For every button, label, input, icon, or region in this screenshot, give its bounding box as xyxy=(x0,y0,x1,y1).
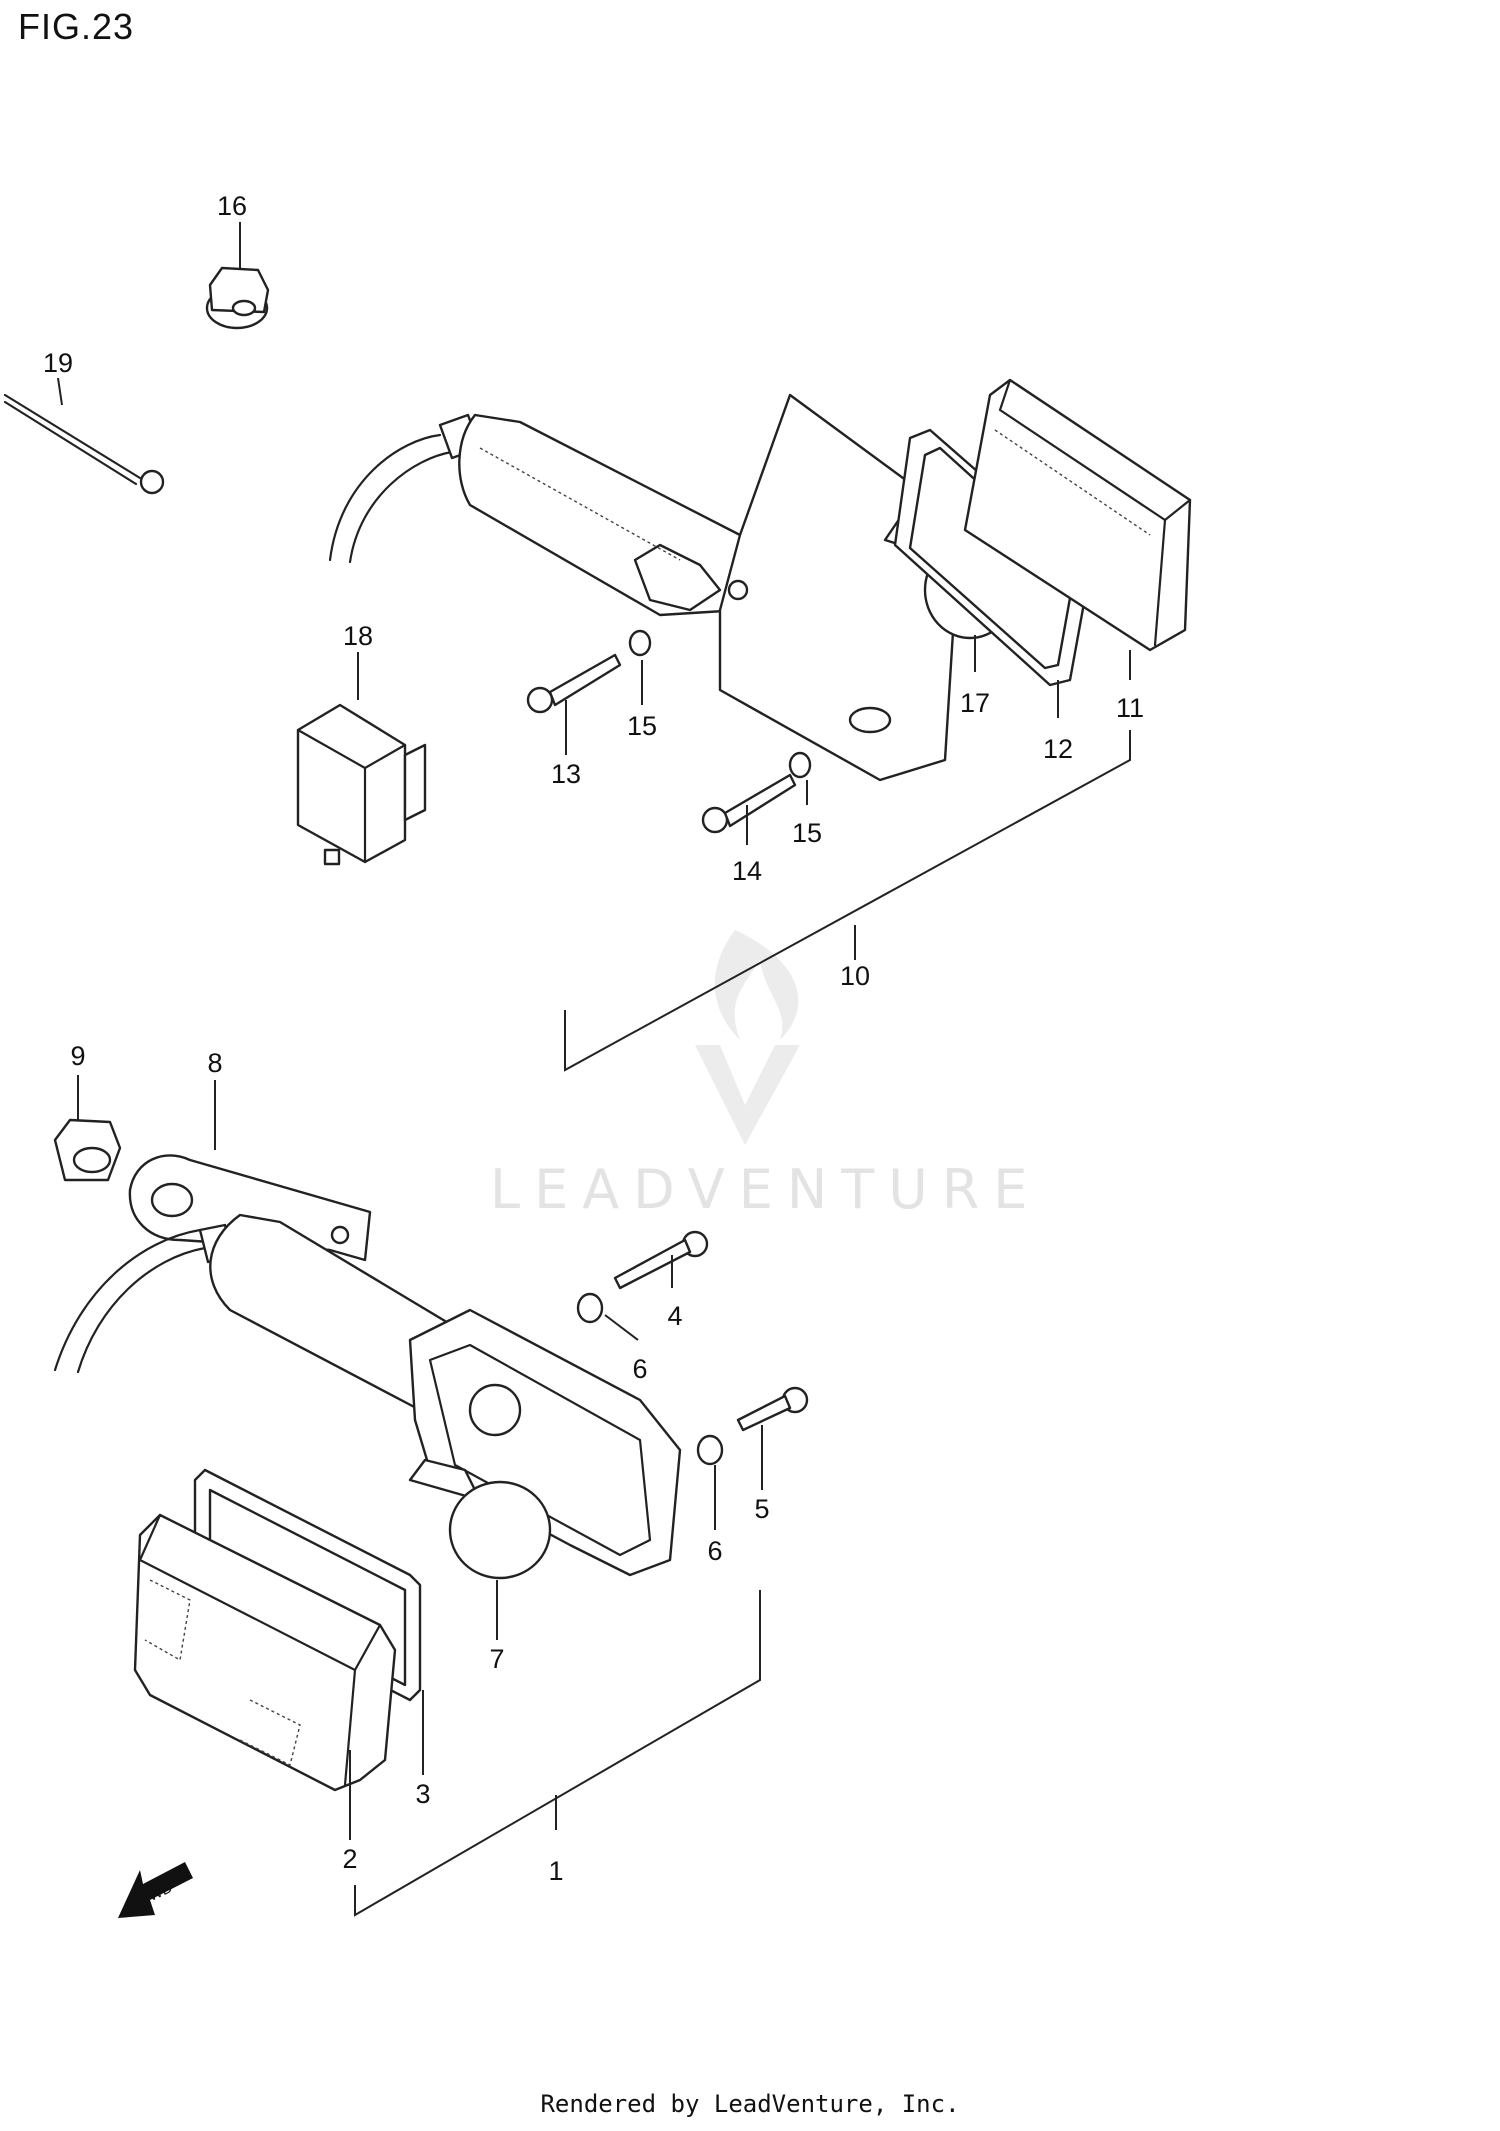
callout-17: 16 xyxy=(217,191,247,221)
part-6-washer-a xyxy=(576,1292,604,1324)
callout-4: 4 xyxy=(667,1301,682,1331)
callout-3: 3 xyxy=(415,1779,430,1809)
leader-lines xyxy=(57,222,1131,1917)
callout-16: 17 xyxy=(960,688,990,718)
callout-14: 14 xyxy=(732,856,762,886)
part-5-screw xyxy=(736,1386,809,1432)
part-4-screw xyxy=(613,1230,709,1290)
callout-10: 10 xyxy=(840,961,870,991)
callout-13: 13 xyxy=(551,759,581,789)
part-11-lens xyxy=(963,378,1192,652)
callout-1: 1 xyxy=(548,1856,563,1886)
part-6-washer-b xyxy=(696,1434,724,1466)
watermark-logo xyxy=(695,930,800,1145)
callout-18: 18 xyxy=(343,621,373,651)
fwd-arrow-icon: FWD xyxy=(118,1862,193,1918)
callout-6-b: 6 xyxy=(707,1536,722,1566)
watermark-text: LEADVENTURE xyxy=(490,1158,1042,1221)
callout-15-a: 15 xyxy=(627,711,657,741)
part-10-upper-turn-signal xyxy=(328,393,962,782)
callout-7: 7 xyxy=(489,1644,504,1674)
part-2-lens xyxy=(133,1513,397,1792)
part-12-gasket xyxy=(893,428,1092,687)
part-7-bulb xyxy=(408,1458,552,1580)
part-1-lower-turn-signal xyxy=(53,1213,682,1577)
callout-19: 19 xyxy=(43,348,73,378)
callout-6-a: 6 xyxy=(632,1354,647,1384)
callout-15-b: 15 xyxy=(792,818,822,848)
callout-9: 9 xyxy=(70,1041,85,1071)
callout-2: 2 xyxy=(342,1844,357,1874)
part-13-screw xyxy=(526,653,622,714)
part-15-washer-a xyxy=(628,629,652,657)
part-8-bracket xyxy=(128,1154,372,1262)
part-9-nut xyxy=(53,1118,122,1182)
part-14-screw xyxy=(701,773,797,834)
part-18-relay xyxy=(296,703,427,866)
part-19-wire-band xyxy=(3,393,165,495)
callout-8: 8 xyxy=(207,1048,222,1078)
figure-title: FIG.23 xyxy=(18,6,135,47)
part-17-grommet xyxy=(205,266,270,330)
callout-5: 5 xyxy=(754,1494,769,1524)
callout-12: 12 xyxy=(1043,734,1073,764)
footer-credit: Rendered by LeadVenture, Inc. xyxy=(540,2090,960,2118)
callout-labels: 16 19 18 13 15 14 15 17 12 11 10 9 8 4 6… xyxy=(43,191,1144,1886)
part-15-washer-b xyxy=(788,751,812,779)
callout-11: 11 xyxy=(1116,693,1144,723)
